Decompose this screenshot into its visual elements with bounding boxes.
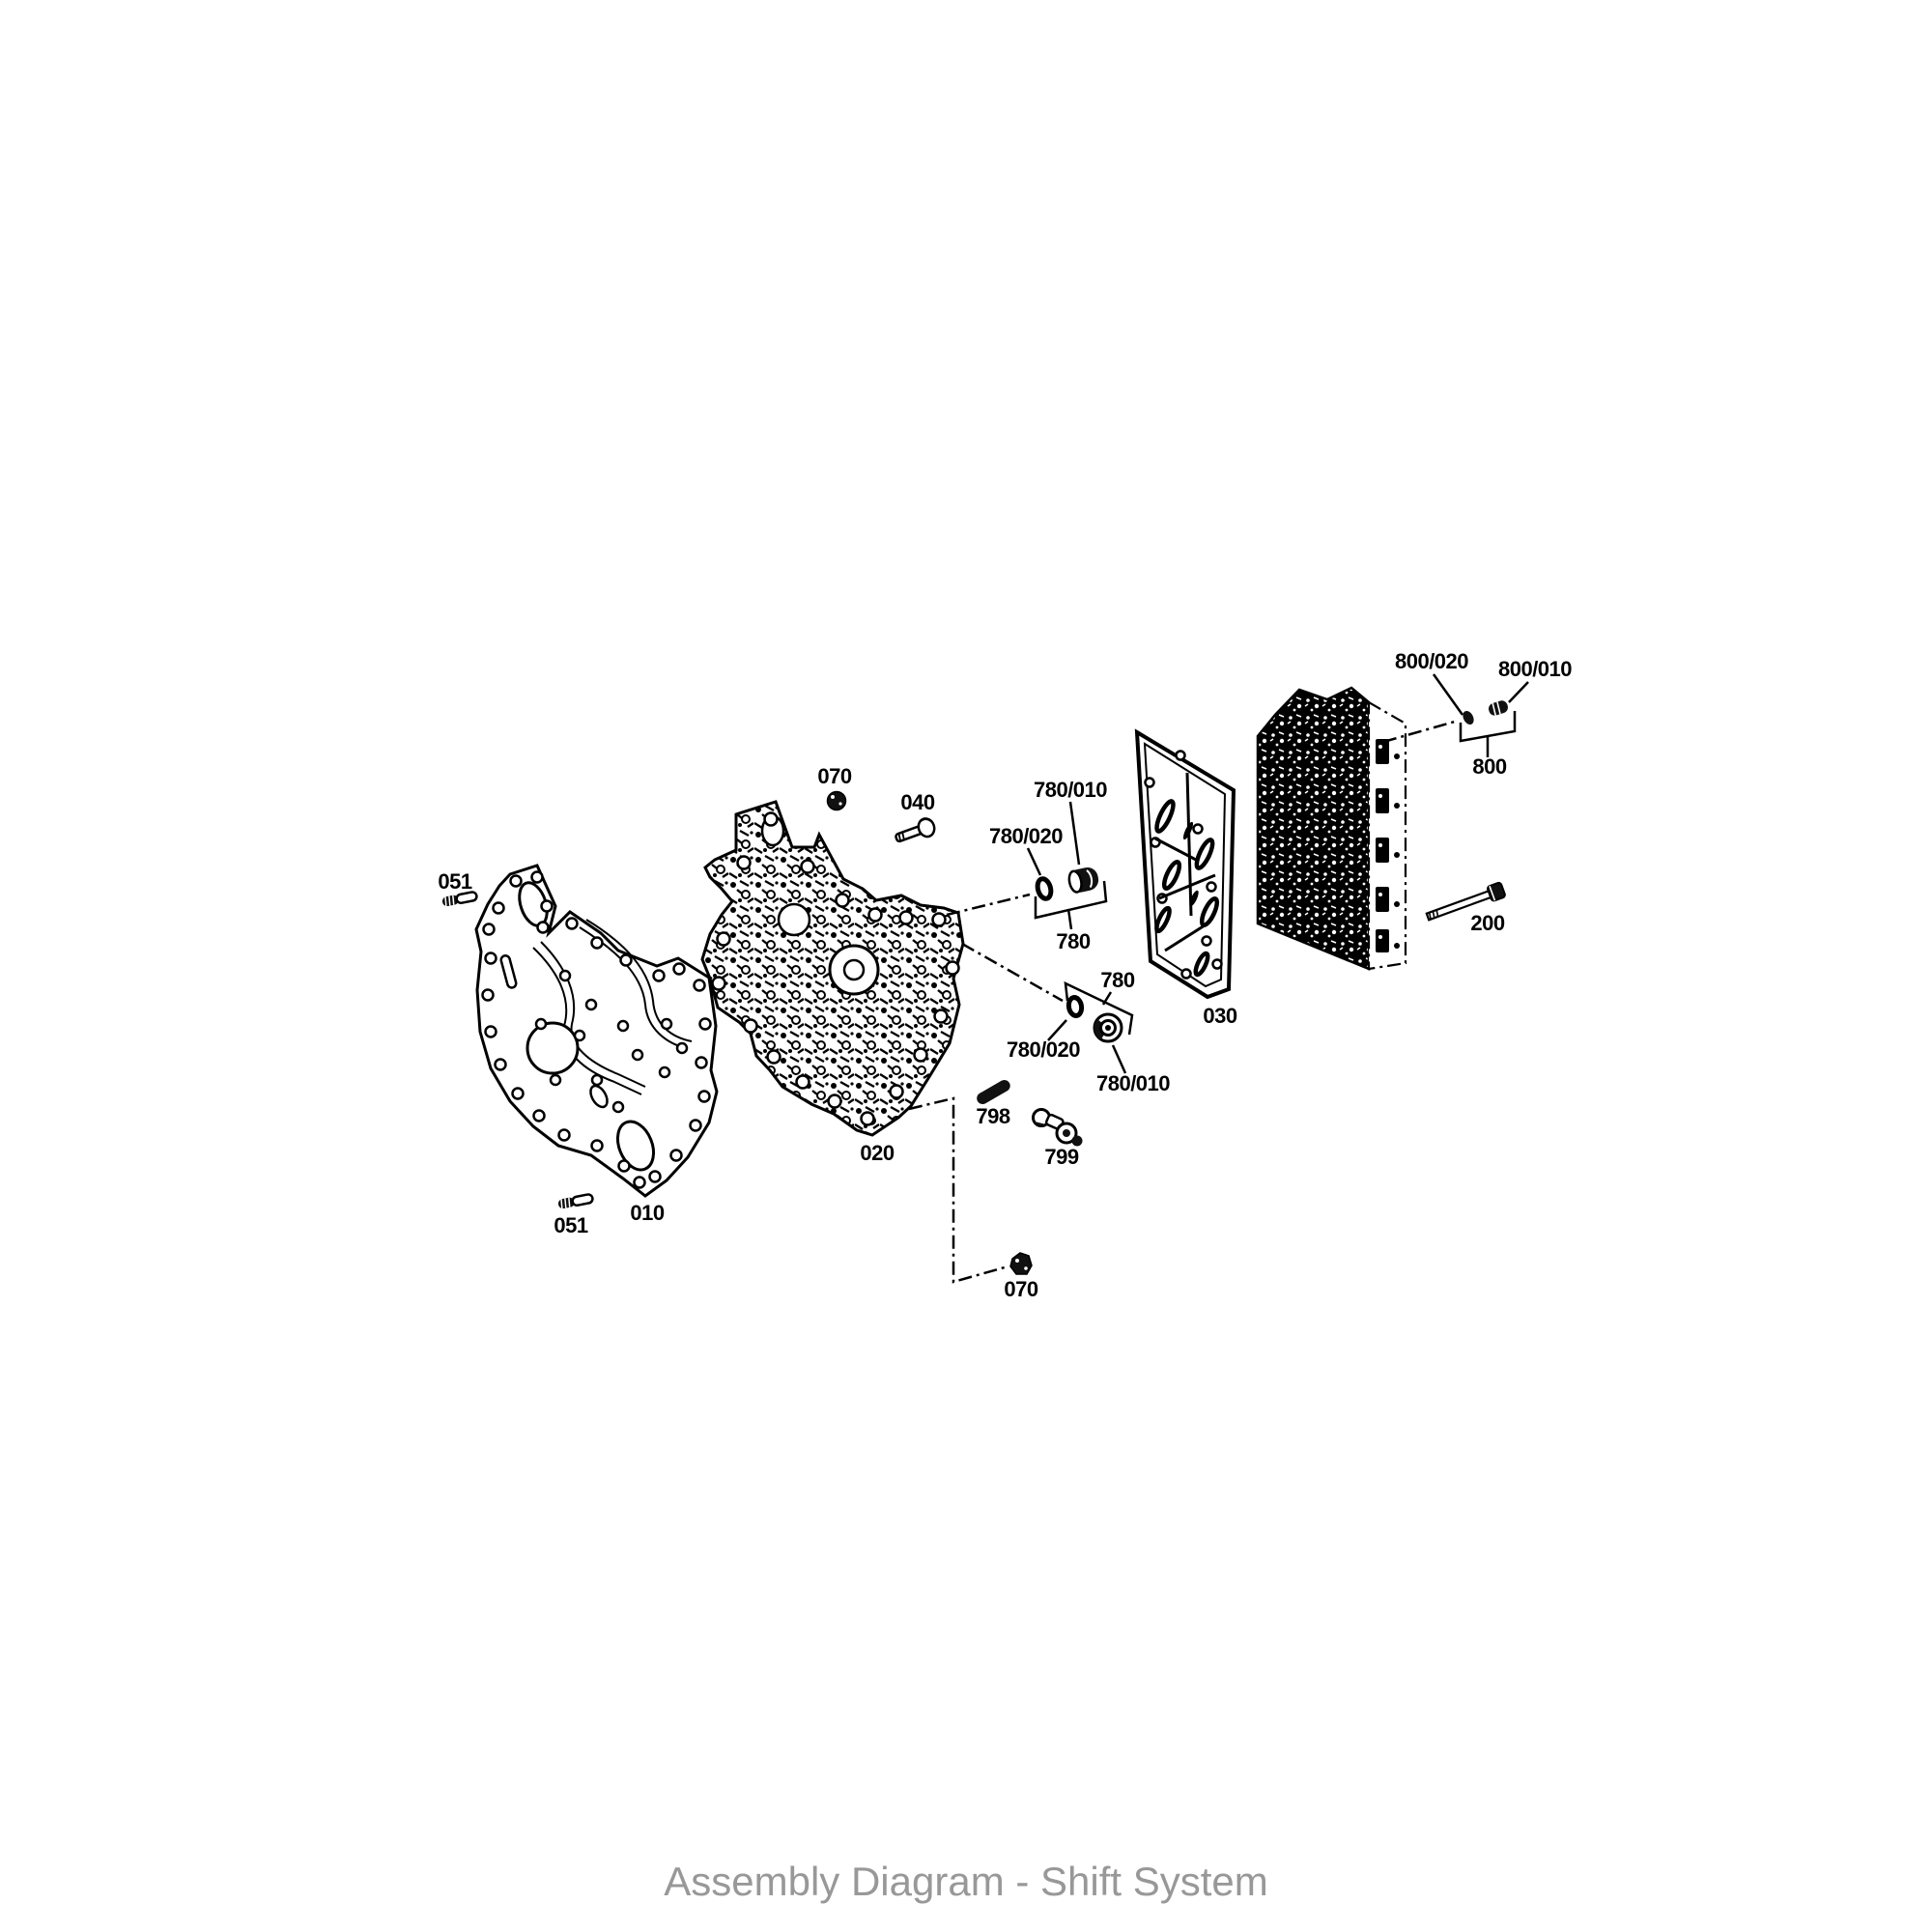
sleeve-800-010-drawing: [1489, 700, 1508, 716]
plate-holes: [1144, 750, 1223, 980]
callout-200: 200: [1470, 911, 1505, 935]
callout-780-020-g2: 780/020: [1006, 1037, 1081, 1062]
bracket-780-g1: [1034, 880, 1108, 920]
callout-780-020-g1: 780/020: [988, 824, 1064, 848]
centerlines: [908, 720, 1456, 1284]
callout-800: 800: [1472, 754, 1507, 779]
plug-070-bottom-drawing: [1009, 1252, 1033, 1275]
pin-798-drawing: [977, 1080, 1010, 1104]
screw-051-bottom-drawing: [557, 1193, 594, 1209]
housing-020-drawing: [700, 800, 965, 1137]
valve-body-drawing: [1256, 686, 1407, 971]
callout-780-g1: 780: [1056, 929, 1091, 953]
plug-780-010-g2-drawing: [1093, 1012, 1123, 1043]
centerline-valvebody-to-800: [1382, 720, 1456, 744]
callout-051-top: 051: [438, 869, 472, 894]
centerline-housing-to-780-g2: [961, 942, 1064, 1003]
diagram-title: Assembly Diagram - Shift System: [664, 1859, 1268, 1904]
plug-070-top-drawing: [826, 790, 847, 811]
ball-800-020-drawing: [1463, 710, 1474, 725]
callout-040: 040: [900, 790, 935, 814]
leader-780-010-g1: [1068, 801, 1081, 866]
callout-020: 020: [860, 1141, 895, 1165]
separator-plate-030-drawing: [1134, 728, 1236, 1000]
callout-799: 799: [1044, 1145, 1079, 1169]
leader-lines: [1026, 673, 1529, 1074]
callout-070-top: 070: [817, 764, 852, 788]
bolt-040-drawing: [895, 817, 936, 843]
callout-798: 798: [976, 1104, 1010, 1128]
screw-051-top-drawing: [441, 891, 478, 907]
bushing-780-010-g1-drawing: [1067, 867, 1099, 894]
leader-780-010-g2: [1111, 1044, 1127, 1074]
stem-780-g1: [1066, 908, 1073, 930]
callout-780-010-g1: 780/010: [1033, 778, 1108, 802]
oring-780-020-g2-drawing: [1065, 995, 1085, 1018]
gasket-bolt-holes: [481, 870, 712, 1189]
valve-799-drawing: [1032, 1108, 1083, 1147]
callout-780-g2: 780: [1100, 968, 1135, 992]
solenoid-glyphs: [1376, 739, 1400, 952]
callout-030: 030: [1203, 1004, 1237, 1028]
gasket-010-drawing: [474, 864, 719, 1198]
callout-010: 010: [630, 1201, 665, 1225]
leader-780-020-g2: [1047, 1019, 1067, 1041]
leader-780-020-g1: [1026, 847, 1042, 876]
stem-780-g2: [1101, 991, 1113, 1006]
callout-780-010-g2: 780/010: [1095, 1071, 1171, 1095]
callout-051-bottom: 051: [554, 1213, 588, 1237]
bracket-780-g2: [1064, 980, 1134, 1036]
bolt-200-drawing: [1425, 881, 1506, 922]
callout-070-bottom: 070: [1004, 1277, 1038, 1301]
oring-780-020-g1-drawing: [1035, 876, 1054, 901]
centerline-housing-to-070-bottom: [908, 1096, 1006, 1284]
housing-bosses: [711, 811, 960, 1126]
gasket-openings: [499, 881, 656, 1172]
callout-800-020: 800/020: [1394, 649, 1469, 673]
leader-800-010: [1508, 681, 1529, 703]
callout-800-010: 800/010: [1497, 657, 1573, 681]
leader-800-020: [1432, 673, 1464, 716]
centerline-housing-to-780-g1: [946, 893, 1031, 917]
